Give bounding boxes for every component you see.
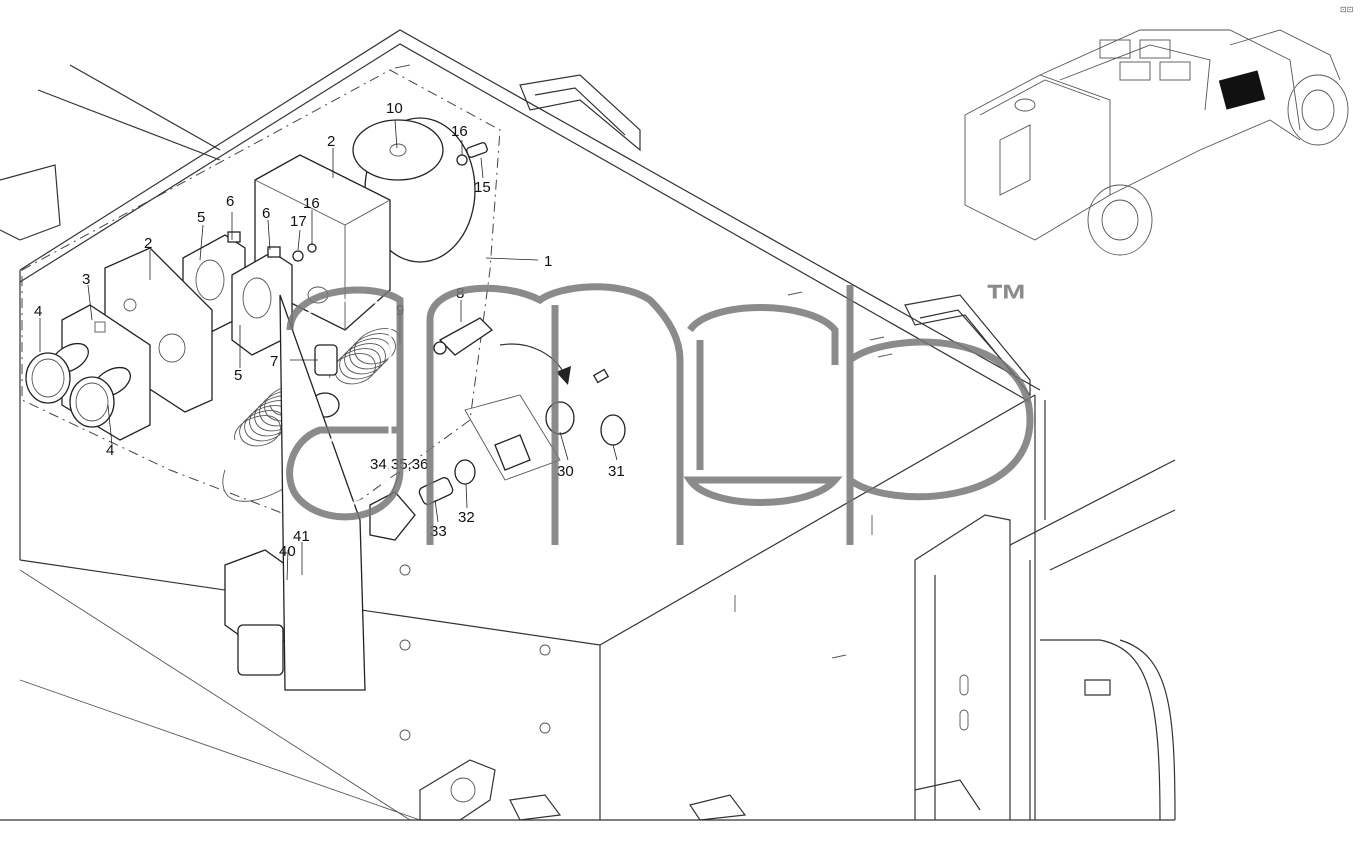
callout-labels: 1 2 2 3 4 4 5 5 6 6 7 8 9 10 15 16 16 17…	[34, 100, 625, 560]
trademark-symbol: ™	[985, 276, 1029, 325]
parts	[25, 117, 626, 691]
socket-part	[464, 368, 626, 481]
connector-8	[433, 317, 494, 356]
callout-7: 7	[270, 353, 278, 370]
callout-17: 17	[290, 213, 307, 230]
callout-41: 41	[293, 528, 310, 545]
callout-2-left: 2	[144, 235, 152, 252]
bolt-part	[456, 142, 488, 166]
push-button-a	[25, 342, 89, 404]
valve-part	[224, 294, 366, 691]
callout-31: 31	[608, 463, 625, 480]
machine-thumbnail	[964, 29, 1349, 256]
callout-30: 30	[557, 463, 574, 480]
callout-33: 33	[430, 523, 447, 540]
callout-16-mid: 16	[303, 195, 320, 212]
horn-part	[352, 117, 476, 263]
corner-mark: ⊡⊡	[1340, 5, 1353, 14]
callout-5-top: 5	[197, 209, 205, 226]
callout-16-top: 16	[451, 123, 468, 140]
callout-4-bottom: 4	[106, 442, 114, 459]
callout-40: 40	[279, 543, 296, 560]
callout-10: 10	[386, 100, 403, 117]
callout-4-top: 4	[34, 303, 42, 320]
curved-arrow	[556, 366, 571, 385]
callout-1: 1	[544, 253, 552, 270]
callout-3: 3	[82, 271, 90, 288]
callout-6-left: 6	[226, 193, 234, 210]
watermark-logo: ™	[286, 276, 1034, 545]
callout-5-bottom: 5	[234, 367, 242, 384]
push-button-b	[69, 366, 131, 428]
callout-6-right: 6	[262, 205, 270, 222]
callout-2-top: 2	[327, 133, 335, 150]
contact-block-b	[231, 246, 293, 356]
assembly-boundary	[21, 69, 501, 521]
callout-15: 15	[474, 179, 491, 196]
callout-32: 32	[458, 509, 475, 526]
machine-housing	[0, 29, 1176, 821]
